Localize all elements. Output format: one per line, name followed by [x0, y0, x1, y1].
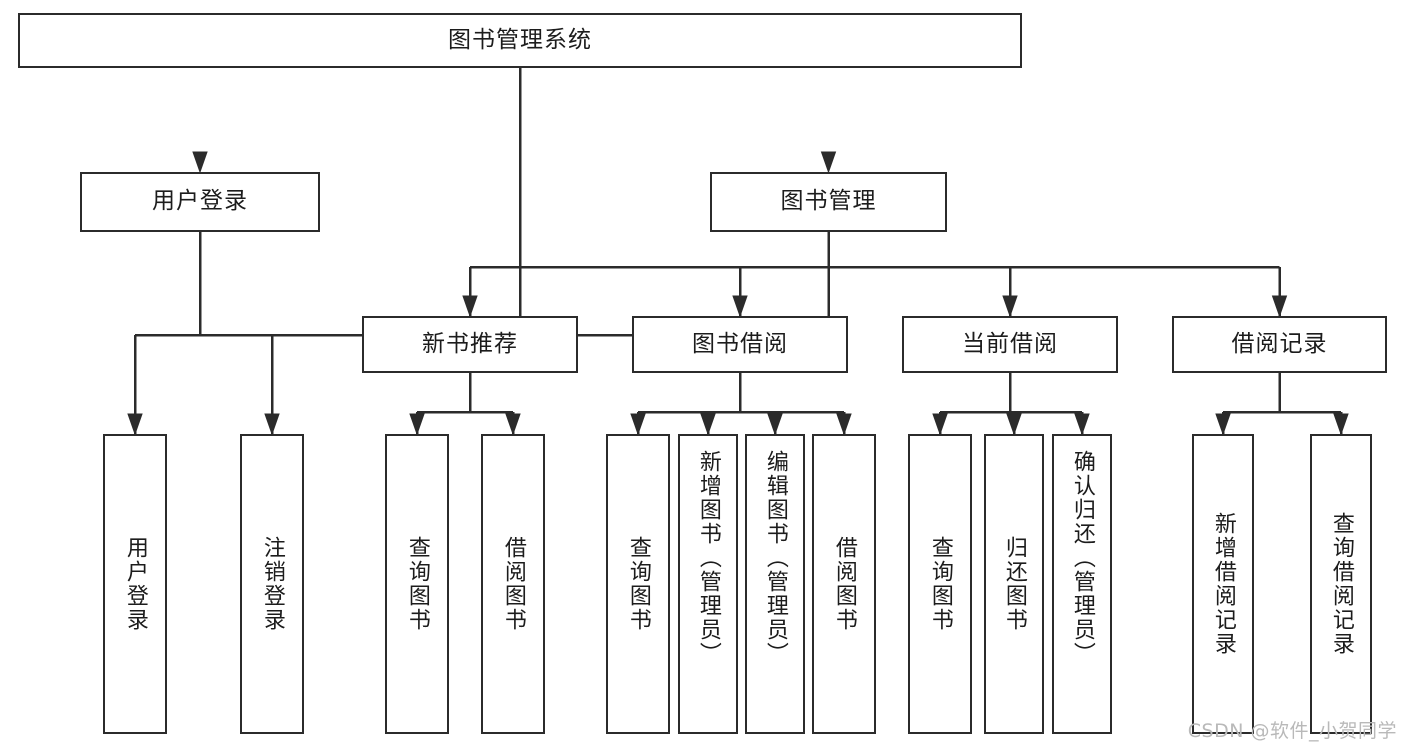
leaf-edit-book-admin[interactable]: 编辑图书（管理员） — [745, 434, 805, 734]
leaf-logout-label: 注销登录 — [259, 536, 285, 632]
leaf-query-borrow-record-label: 查询借阅记录 — [1328, 512, 1354, 656]
node-new-book-recommend-label: 新书推荐 — [422, 330, 518, 357]
leaf-add-borrow-record[interactable]: 新增借阅记录 — [1192, 434, 1254, 734]
leaf-add-borrow-record-label: 新增借阅记录 — [1210, 512, 1236, 656]
leaf-borrow-book-recommend[interactable]: 借阅图书 — [481, 434, 545, 734]
leaf-return-book-label: 归还图书 — [1001, 536, 1027, 632]
node-book-management-label: 图书管理 — [780, 188, 877, 215]
node-book-borrow[interactable]: 图书借阅 — [632, 316, 848, 373]
node-new-book-recommend[interactable]: 新书推荐 — [362, 316, 578, 373]
leaf-query-book-current-label: 查询图书 — [927, 536, 953, 632]
leaf-user-login-label: 用户登录 — [122, 536, 148, 632]
node-book-borrow-label: 图书借阅 — [692, 330, 788, 357]
leaf-confirm-return-admin[interactable]: 确认归还（管理员） — [1052, 434, 1112, 734]
leaf-query-borrow-record[interactable]: 查询借阅记录 — [1310, 434, 1372, 734]
watermark: CSDN @软件_小贺同学 — [1187, 720, 1397, 742]
leaf-confirm-return-admin-label: 确认归还（管理员） — [1069, 450, 1095, 666]
leaf-borrow-book[interactable]: 借阅图书 — [812, 434, 876, 734]
node-borrow-records-label: 借阅记录 — [1231, 330, 1328, 357]
node-root[interactable]: 图书管理系统 — [18, 13, 1022, 68]
leaf-logout[interactable]: 注销登录 — [240, 434, 304, 734]
leaf-query-book-recommend[interactable]: 查询图书 — [385, 434, 449, 734]
leaf-user-login[interactable]: 用户登录 — [103, 434, 167, 734]
node-book-management[interactable]: 图书管理 — [710, 172, 947, 232]
node-user-login[interactable]: 用户登录 — [80, 172, 320, 232]
leaf-add-book-admin-label: 新增图书（管理员） — [695, 450, 721, 666]
node-user-login-label: 用户登录 — [152, 188, 248, 215]
leaf-add-book-admin[interactable]: 新增图书（管理员） — [678, 434, 738, 734]
leaf-borrow-book-recommend-label: 借阅图书 — [500, 536, 526, 632]
leaf-borrow-book-label: 借阅图书 — [831, 536, 857, 632]
node-current-borrow-label: 当前借阅 — [962, 330, 1058, 357]
leaf-query-book-current[interactable]: 查询图书 — [908, 434, 972, 734]
node-root-label: 图书管理系统 — [448, 26, 592, 53]
leaf-query-book-recommend-label: 查询图书 — [404, 536, 430, 632]
leaf-query-book-borrow[interactable]: 查询图书 — [606, 434, 670, 734]
leaf-query-book-borrow-label: 查询图书 — [625, 536, 651, 632]
node-current-borrow[interactable]: 当前借阅 — [902, 316, 1118, 373]
node-borrow-records[interactable]: 借阅记录 — [1172, 316, 1387, 373]
leaf-edit-book-admin-label: 编辑图书（管理员） — [762, 450, 788, 666]
leaf-return-book[interactable]: 归还图书 — [984, 434, 1044, 734]
